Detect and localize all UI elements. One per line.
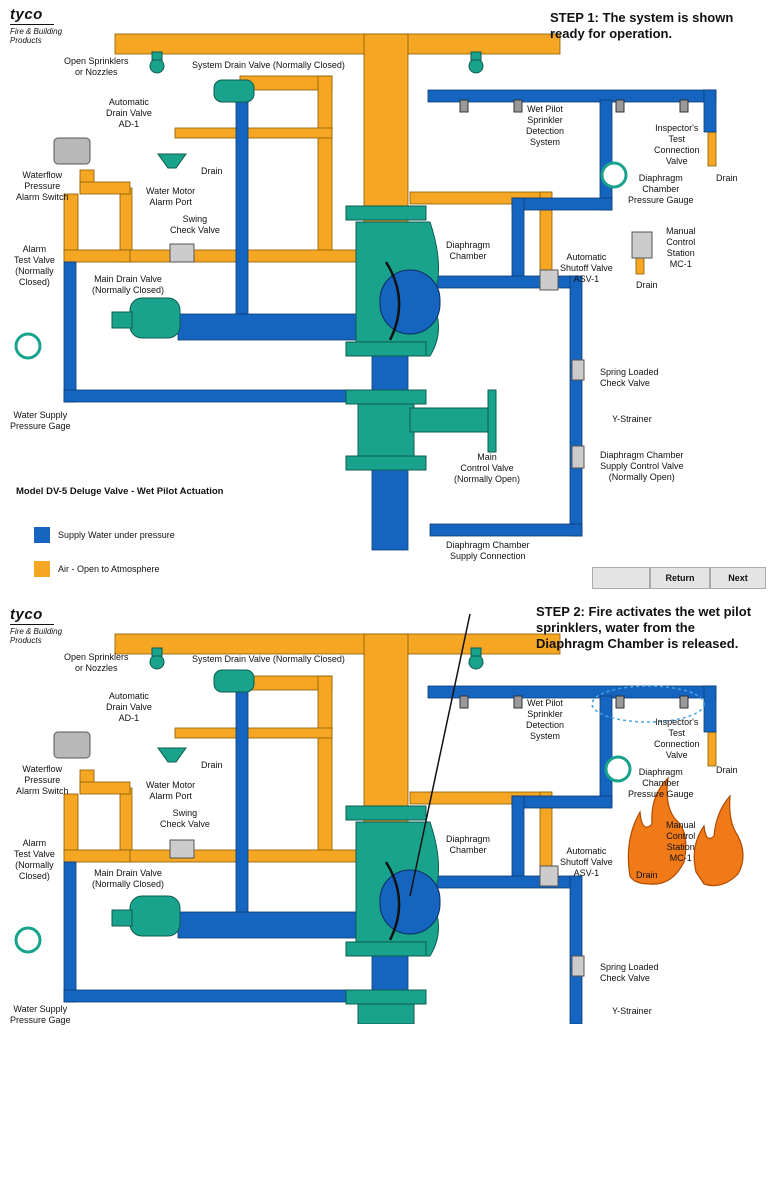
legend-item-water: Supply Water under pressure — [34, 527, 175, 543]
return-button[interactable]: Return — [650, 567, 710, 589]
logo-rule — [10, 24, 54, 25]
label-wet-pilot: Wet Pilot Sprinkler Detection System — [526, 698, 565, 741]
tyco-logo-step2: tyco Fire & Building Products — [10, 606, 62, 645]
label-wet-pilot: Wet Pilot Sprinkler Detection System — [526, 104, 565, 147]
next-button[interactable]: Next — [710, 567, 766, 589]
logo-tagline: Fire & Building Products — [10, 627, 63, 645]
legend-label-water: Supply Water under pressure — [58, 530, 175, 540]
label-water-motor-alarm: Water Motor Alarm Port — [146, 780, 196, 801]
step-title: STEP 2: Fire activates the wet pilot spr… — [536, 604, 752, 651]
label-drain-ad1: Drain — [201, 166, 223, 176]
label-waterflow-switch: Waterflow Pressure Alarm Switch — [16, 764, 69, 796]
label-automatic-shutoff: Automatic Shutoff Valve ASV-1 — [560, 846, 613, 878]
label-open-sprinklers: Open Sprinklers or Nozzles — [64, 56, 129, 77]
tyco-logo: tyco Fire & Building Products — [10, 6, 62, 45]
label-drain-inspector: Drain — [716, 173, 738, 183]
label-spring-check: Spring Loaded Check Valve — [600, 367, 659, 388]
label-system-drain-valve: System Drain Valve (Normally Closed) — [192, 654, 345, 664]
label-open-sprinklers: Open Sprinklers or Nozzles — [64, 652, 129, 673]
legend-item-air: Air - Open to Atmosphere — [34, 561, 160, 577]
label-water-supply-gage: Water Supply Pressure Gage — [10, 1004, 71, 1025]
label-drain-ad1: Drain — [201, 760, 223, 770]
logo-rule — [10, 624, 54, 625]
label-automatic-drain-valve: Automatic Drain Valve AD-1 — [106, 691, 152, 723]
label-alarm-test-valve: Alarm Test Valve (Normally Closed) — [14, 244, 55, 287]
label-swing-check: Swing Check Valve — [170, 214, 220, 235]
legend-swatch-air — [34, 561, 50, 577]
label-diaphragm-supply-control: Diaphragm Chamber Supply Control Valve (… — [600, 450, 684, 482]
logo-brand: tyco — [10, 606, 43, 623]
label-system-drain-valve: System Drain Valve (Normally Closed) — [192, 60, 345, 70]
label-diaphragm-chamber: Diaphragm Chamber — [446, 834, 491, 855]
fire-icon — [627, 776, 744, 887]
label-main-control: Main Control Valve (Normally Open) — [454, 452, 521, 484]
label-water-supply-gage: Water Supply Pressure Gage — [10, 410, 71, 431]
logo-brand: tyco — [10, 6, 43, 23]
label-water-motor-alarm: Water Motor Alarm Port — [146, 186, 196, 207]
label-automatic-shutoff: Automatic Shutoff Valve ASV-1 — [560, 252, 613, 284]
label-inspectors-test: Inspector's Test Connection Valve — [654, 123, 700, 166]
label-drain-mc1: Drain — [636, 280, 658, 290]
legend-swatch-water — [34, 527, 50, 543]
label-manual-control: Manual Control Station MC-1 — [666, 820, 696, 863]
legend-label-air: Air - Open to Atmosphere — [58, 564, 160, 574]
label-drain-mc1: Drain — [636, 870, 658, 880]
label-manual-control: Manual Control Station MC-1 — [666, 226, 696, 269]
label-waterflow-switch: Waterflow Pressure Alarm Switch — [16, 170, 69, 202]
label-drain-inspector: Drain — [716, 765, 738, 775]
step-title: STEP 1: The system is shown ready for op… — [550, 10, 734, 41]
deluge-valve-schematic-step2 — [14, 613, 744, 1024]
diagram-caption: Model DV-5 Deluge Valve - Wet Pilot Actu… — [16, 486, 224, 497]
label-diaphragm-chamber: Diaphragm Chamber — [446, 240, 491, 261]
label-alarm-test-valve: Alarm Test Valve (Normally Closed) — [14, 838, 55, 881]
label-spring-check: Spring Loaded Check Valve — [600, 962, 659, 983]
label-inspectors-test: Inspector's Test Connection Valve — [654, 717, 700, 760]
step-1-panel: tyco Fire & Building Products STEP 1: Th… — [0, 0, 768, 594]
deluge-valve-schematic — [14, 33, 717, 551]
label-swing-check: Swing Check Valve — [160, 808, 210, 829]
blank-button[interactable] — [592, 567, 650, 589]
label-main-drain-valve: Main Drain Valve (Normally Closed) — [92, 868, 165, 889]
label-automatic-drain-valve: Automatic Drain Valve AD-1 — [106, 97, 152, 129]
label-y-strainer: Y-Strainer — [612, 1006, 652, 1016]
logo-tagline: Fire & Building Products — [10, 27, 63, 45]
label-diaphragm-supply-connection: Diaphragm Chamber Supply Connection — [446, 540, 530, 561]
step-2-panel: tyco Fire & Building Products STEP 2: Fi… — [0, 600, 768, 1194]
label-diaphragm-gauge: Diaphragm Chamber Pressure Gauge — [628, 767, 694, 799]
label-diaphragm-gauge: Diaphragm Chamber Pressure Gauge — [628, 173, 694, 205]
label-y-strainer: Y-Strainer — [612, 414, 652, 424]
label-main-drain-valve: Main Drain Valve (Normally Closed) — [92, 274, 165, 295]
